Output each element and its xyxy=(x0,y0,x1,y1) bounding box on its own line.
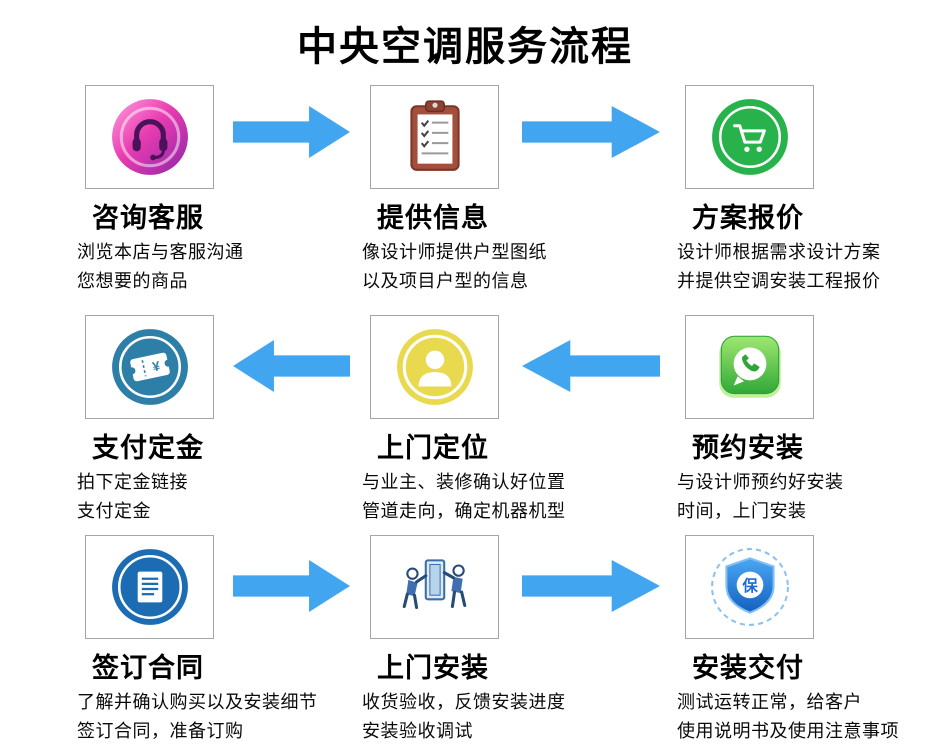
step-title: 预约安装 xyxy=(692,433,804,463)
step-card xyxy=(370,315,499,419)
person-icon xyxy=(396,329,473,405)
step-desc: 像设计师提供户型图纸 以及项目户型的信息 xyxy=(362,242,547,291)
step-desc: 设计师根据需求设计方案 并提供空调安装工程报价 xyxy=(677,242,881,291)
step-desc: 收货验收，反馈安装进度 安装验收调试 xyxy=(362,692,566,741)
step-title: 上门定位 xyxy=(377,433,489,463)
arrow-right-icon xyxy=(522,106,660,158)
step-onsite-installation: 上门安装 收货验收，反馈安装进度 安装验收调试 xyxy=(360,535,632,744)
step-consult-service: 咨询客服 浏览本店与客服沟通 您想要的商品 xyxy=(75,85,347,296)
step-card: ¥ xyxy=(85,315,214,419)
step-desc: 了解并确认购买以及安装细节 签订合同，准备订购 xyxy=(77,692,318,741)
step-card xyxy=(685,85,814,189)
step-pay-deposit: ¥ 支付定金 拍下定金链接 支付定金 xyxy=(75,315,347,526)
yen-symbol: ¥ xyxy=(150,358,161,374)
step-card xyxy=(685,315,814,419)
step-desc: 浏览本店与客服沟通 您想要的商品 xyxy=(77,242,244,291)
contract-icon xyxy=(111,549,188,625)
step-title: 上门安装 xyxy=(377,653,489,683)
step-title: 支付定金 xyxy=(92,433,204,463)
step-onsite-positioning: 上门定位 与业主、装修确认好位置 管道走向，确定机器机型 xyxy=(360,315,632,526)
step-desc: 拍下定金链接 支付定金 xyxy=(77,472,188,521)
shield-icon: 保 xyxy=(710,548,789,626)
step-title: 咨询客服 xyxy=(92,203,204,233)
step-card xyxy=(370,535,499,639)
step-desc: 与设计师预约好安装 时间，上门安装 xyxy=(677,472,844,521)
arrow-right-icon xyxy=(233,560,350,612)
step-title: 签订合同 xyxy=(92,653,204,683)
ticket-icon: ¥ xyxy=(111,329,188,405)
step-installation-delivery: 保 安装交付 测试运转正常，给客户 使用说明书及使用注意事项 xyxy=(675,535,930,744)
phone-chat-icon xyxy=(718,335,781,398)
step-plan-quote: 方案报价 设计师根据需求设计方案 并提供空调安装工程报价 xyxy=(675,85,930,296)
arrow-right-icon xyxy=(522,560,660,612)
headset-icon xyxy=(111,99,188,175)
page-title: 中央空调服务流程 xyxy=(297,25,633,69)
step-sign-contract: 签订合同 了解并确认购买以及安装细节 签订合同，准备订购 xyxy=(75,535,347,744)
step-title: 方案报价 xyxy=(692,203,804,233)
step-provide-info: 提供信息 像设计师提供户型图纸 以及项目户型的信息 xyxy=(360,85,632,296)
installers-icon xyxy=(402,559,466,610)
step-desc: 测试运转正常，给客户 使用说明书及使用注意事项 xyxy=(677,692,899,741)
clipboard-icon xyxy=(409,100,460,171)
step-card: 保 xyxy=(685,535,814,639)
step-card xyxy=(370,85,499,189)
step-desc: 与业主、装修确认好位置 管道走向，确定机器机型 xyxy=(362,472,566,521)
step-card xyxy=(85,535,214,639)
step-book-installation: 预约安装 与设计师预约好安装 时间，上门安装 xyxy=(675,315,930,526)
cart-icon xyxy=(711,99,788,175)
step-title: 安装交付 xyxy=(692,653,804,683)
bao-character: 保 xyxy=(741,576,758,595)
arrow-left-icon xyxy=(233,340,350,392)
arrow-right-icon xyxy=(233,106,350,158)
step-card xyxy=(85,85,214,189)
arrow-left-icon xyxy=(522,340,660,392)
step-title: 提供信息 xyxy=(377,203,489,233)
